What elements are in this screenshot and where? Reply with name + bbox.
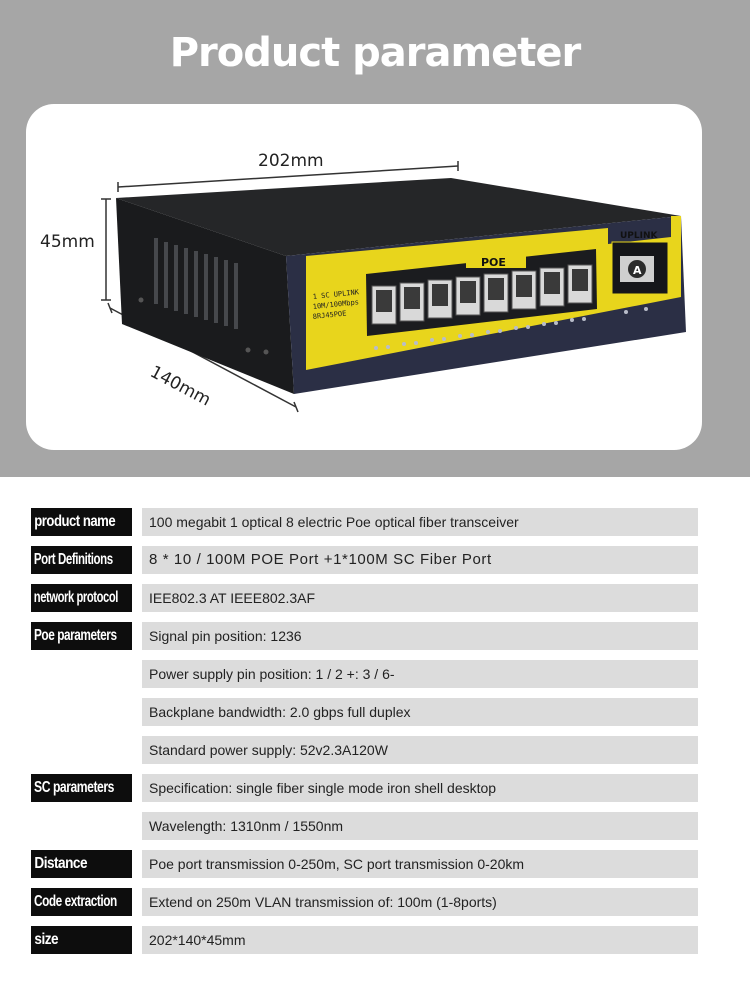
label-network-protocol: network protocol [31,584,132,612]
page-title: Product parameter [169,30,582,76]
value-backplane: Backplane bandwidth: 2.0 gbps full duple… [142,698,698,726]
width-dimension: 202mm [258,151,324,171]
label-distance: Distance [31,850,132,878]
label-port-definitions: Port Definitions [31,546,132,574]
spec-line-3: 8RJ45POE [312,310,346,321]
height-dimension: 45mm [40,232,95,252]
value-specification: Specification: single fiber single mode … [142,774,698,802]
label-poe-parameters: Poe parameters [31,622,132,650]
switch-illustration: POE UPLINK A 1 SC UPLINK 10M/100Mbps 8RJ… [101,161,686,413]
value-port-definitions: 8 * 10 / 100M POE Port +1*100M SC Fiber … [142,546,698,574]
uplink-label: UPLINK [620,231,659,241]
label-product-name: product name [31,508,132,536]
header-banner: Product parameter [0,0,750,477]
product-image-card: POE UPLINK A 1 SC UPLINK 10M/100Mbps 8RJ… [26,104,702,450]
value-power-supply: Standard power supply: 52v2.3A120W [142,736,698,764]
value-wavelength: Wavelength: 1310nm / 1550nm [142,812,698,840]
value-signal-pin: Signal pin position: 1236 [142,622,698,650]
value-power-pin: Power supply pin position: 1 / 2 +: 3 / … [142,660,698,688]
value-distance: Poe port transmission 0-250m, SC port tr… [142,850,698,878]
label-size: size [31,926,132,954]
label-sc-parameters: SC parameters [31,774,132,802]
poe-label: POE [481,256,506,269]
value-network-protocol: IEE802.3 AT IEEE802.3AF [142,584,698,612]
value-code-extraction: Extend on 250m VLAN transmission of: 100… [142,888,698,916]
label-code-extraction: Code extraction [31,888,132,916]
port-letter: A [633,264,642,277]
value-size: 202*140*45mm [142,926,698,954]
value-product-name: 100 megabit 1 optical 8 electric Poe opt… [142,508,698,536]
